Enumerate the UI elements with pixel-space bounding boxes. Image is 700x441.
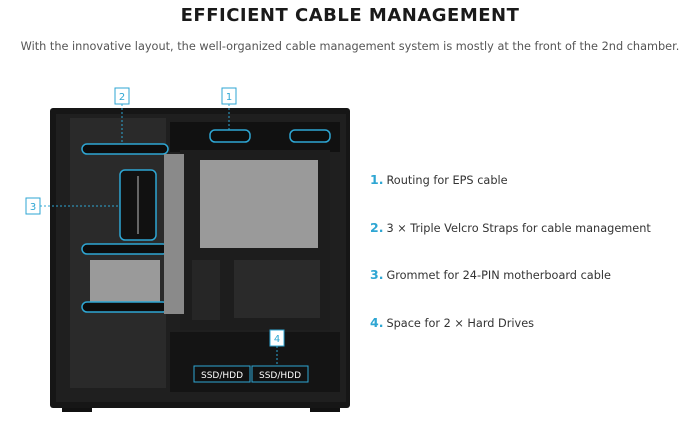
feature-item-4: 4.Space for 2 × Hard Drives: [370, 315, 534, 330]
case-foot-left: [62, 408, 92, 412]
psu-shroud: [170, 332, 340, 392]
cable-bar: [164, 154, 184, 314]
feature-item-2: 2.3 × Triple Velcro Straps for cable man…: [370, 220, 651, 235]
page-title: EFFICIENT CABLE MANAGEMENT: [180, 5, 520, 26]
callout-2-label: 2: [119, 92, 125, 103]
callout-3-label: 3: [30, 202, 36, 213]
feature-3-text: Grommet for 24-PIN motherboard cable: [386, 269, 611, 282]
pc-case-illustration: 1 2 3 4 SSD/HDD SSD/HDD: [20, 82, 370, 422]
callout-4-label: 4: [274, 334, 280, 345]
top-cutout: [289, 129, 331, 143]
ssd-hdd-bay-1-label: SSD/HDD: [201, 371, 243, 381]
velcro-strap-1: [81, 143, 169, 155]
feature-4-number: 4.: [370, 315, 384, 330]
ssd-hdd-bay-2: [251, 365, 309, 383]
case-foot-right: [310, 408, 340, 412]
feature-2-number: 2.: [370, 220, 384, 235]
feature-3-number: 3.: [370, 267, 384, 282]
velcro-strap-2: [81, 243, 169, 255]
feature-1-text: Routing for EPS cable: [386, 174, 508, 187]
velcro-strap-3: [81, 301, 169, 313]
feature-item-1: 1.Routing for EPS cable: [370, 172, 508, 187]
callout-1-label: 1: [226, 92, 232, 103]
feature-2-text: 3 × Triple Velcro Straps for cable manag…: [386, 222, 651, 235]
drive-cage: [90, 260, 160, 304]
tray-cutout: [192, 260, 220, 320]
page-subtitle: With the innovative layout, the well-org…: [20, 40, 680, 53]
pc-case-graphic: 1 2 3 4 SSD/HDD SSD/HDD: [25, 87, 350, 412]
ssd-hdd-bay-2-label: SSD/HDD: [259, 371, 301, 381]
feature-4-text: Space for 2 × Hard Drives: [386, 317, 535, 330]
ssd-hdd-bay-1: [193, 365, 251, 383]
feature-item-3: 3.Grommet for 24-PIN motherboard cable: [370, 267, 611, 282]
tray-panel-lower: [234, 260, 320, 318]
eps-cable-routing: [209, 129, 251, 143]
feature-1-number: 1.: [370, 172, 384, 187]
tray-panel-upper: [200, 160, 318, 248]
